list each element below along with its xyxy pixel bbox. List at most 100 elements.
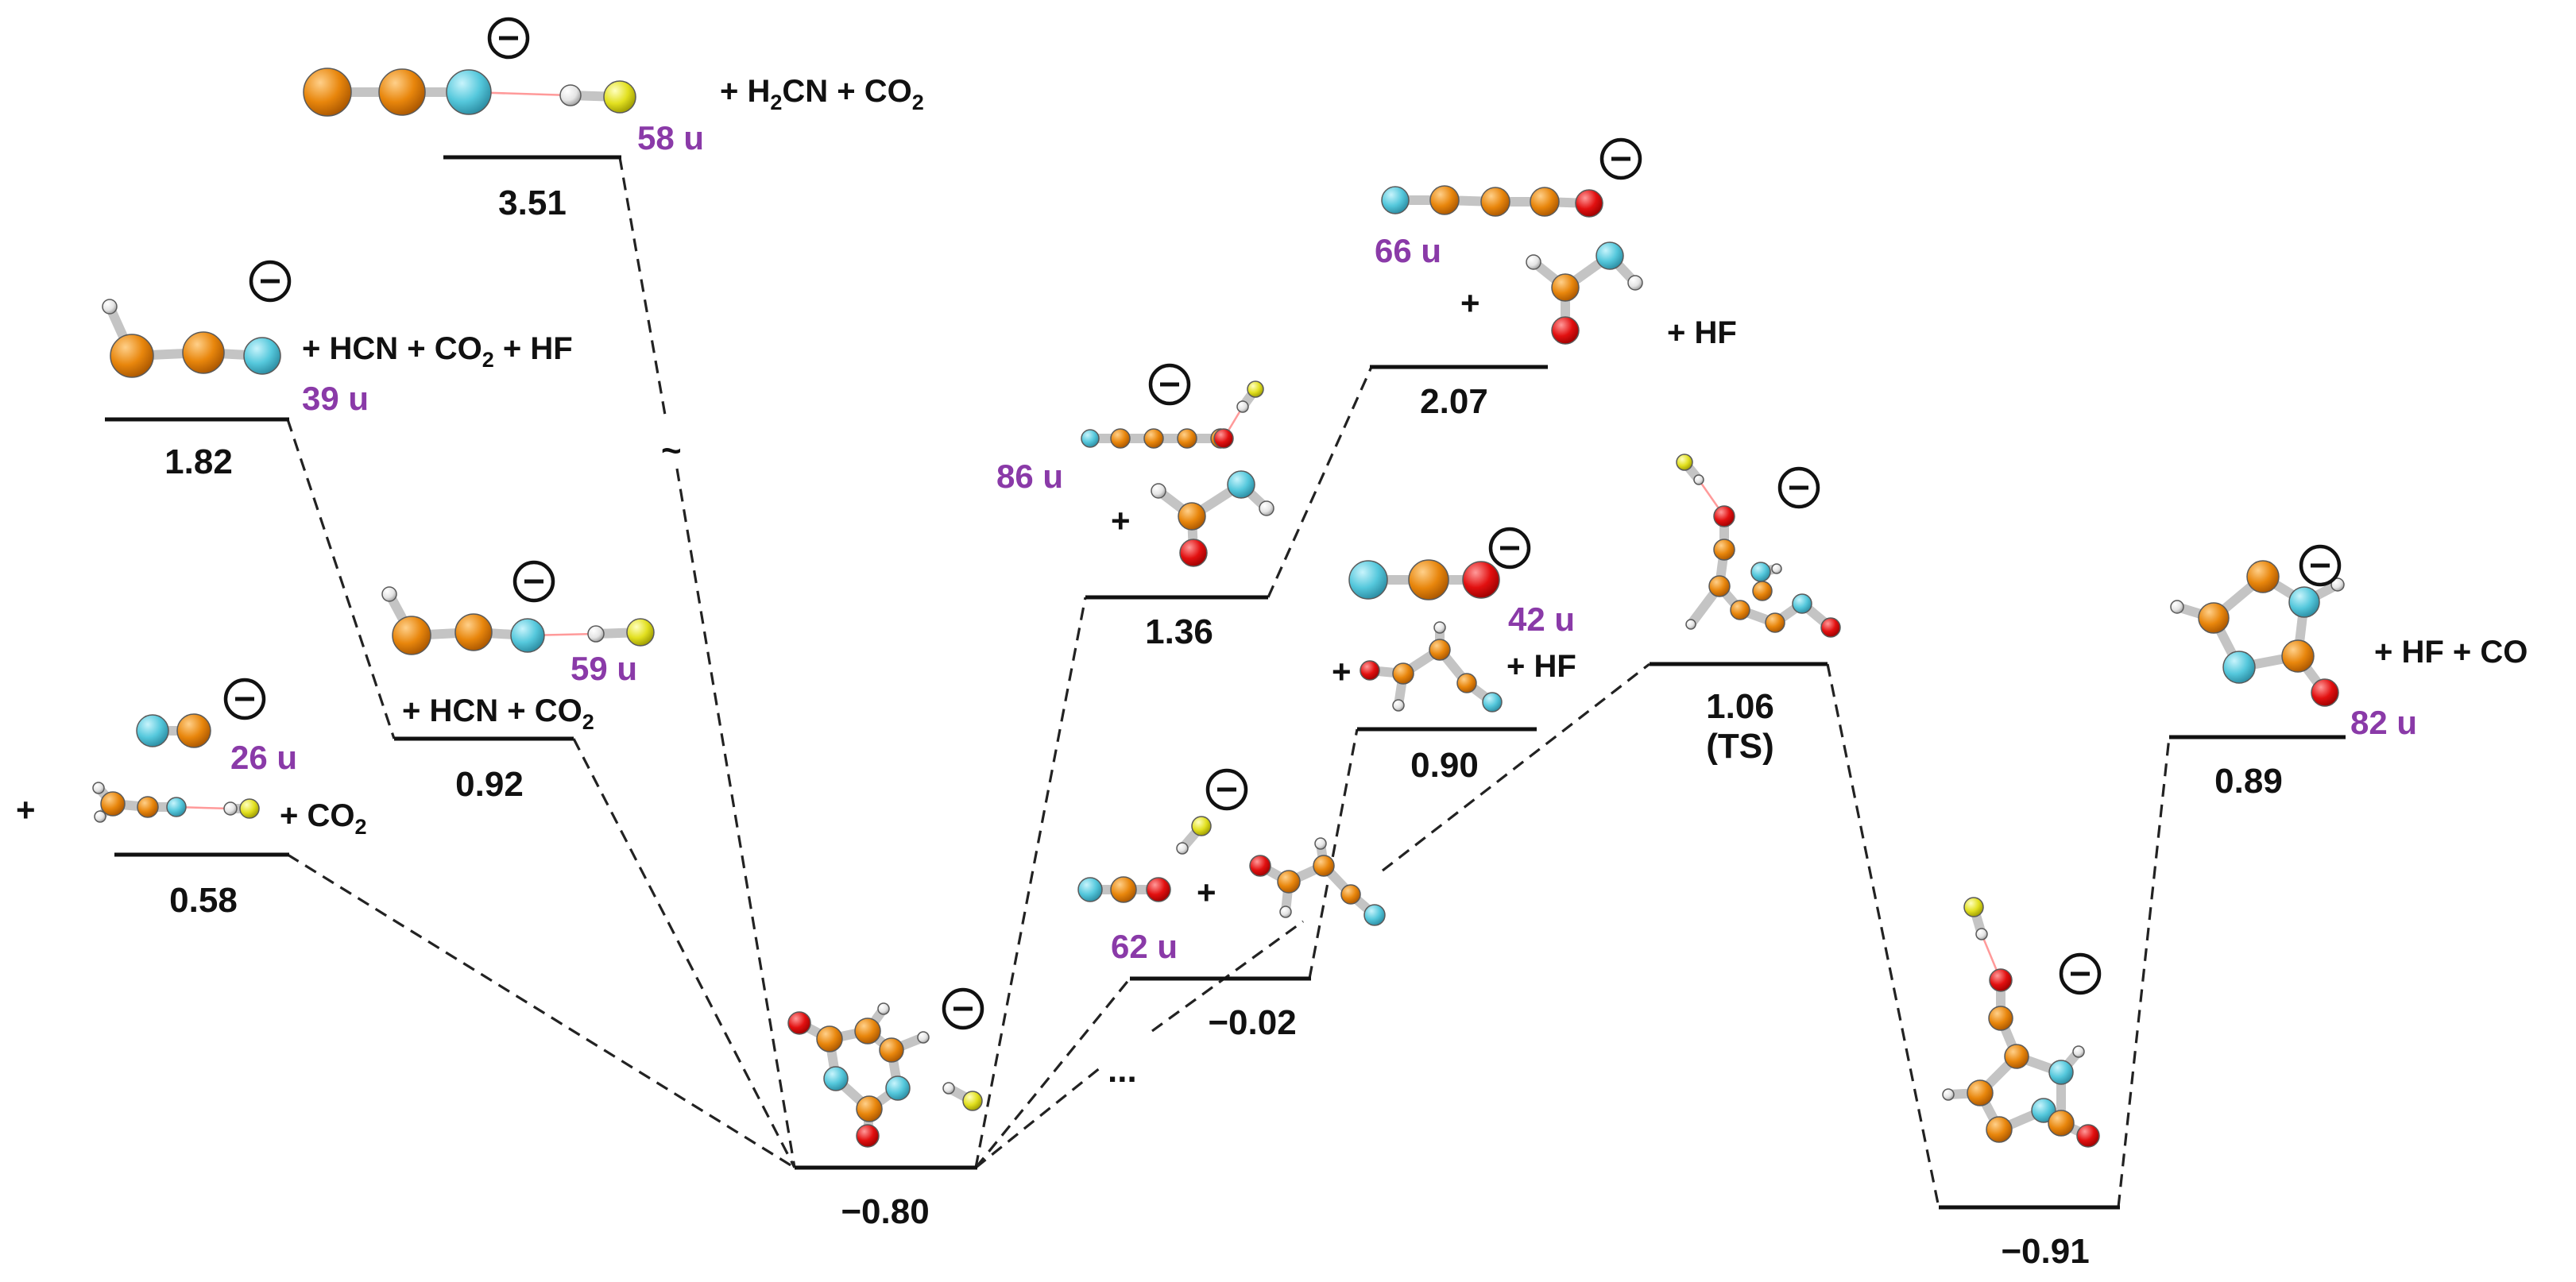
hydrogen-atom: [223, 801, 238, 816]
hydrogen-atom: [1151, 483, 1166, 499]
hydrogen-atom: [559, 84, 582, 106]
level-value-090: 0.90: [1410, 746, 1479, 785]
connector-ellipsis-upper: [1151, 920, 1304, 1033]
molecule-ts-complex: [1676, 454, 1841, 638]
energy-levels: 0.58 1.82 0.92 3.51 −0.80 1.36 2.07 −0.0…: [105, 155, 2346, 1271]
nitrogen-atom: [1227, 470, 1255, 499]
fragment-co2-058-main: + CO: [280, 798, 354, 833]
connector-351-upper: [618, 156, 667, 420]
charge-59u: [512, 560, 555, 603]
fragment-label-hf-co: + HF + CO: [2374, 635, 2528, 670]
connector-min002-to-090: [1308, 728, 1359, 979]
molecule-86u: [1081, 380, 1264, 449]
plus-sign-136: +: [1111, 502, 1131, 539]
carbon-atom: [1408, 559, 1449, 600]
carbon-atom: [182, 331, 225, 374]
level-value-min080: −0.80: [841, 1192, 929, 1231]
charge-ring-min080: [942, 987, 984, 1030]
nitrogen-atom: [136, 714, 169, 747]
hydrogen-atom: [942, 1082, 955, 1095]
oxygen-atom: [1146, 877, 1171, 902]
connector-092-to-min080: [572, 738, 796, 1168]
charge-markers: [223, 17, 2342, 1030]
nitrogen-atom: [1077, 877, 1103, 902]
molecule-39u: [102, 299, 281, 378]
hydrogen-atom: [92, 782, 105, 794]
molecule-62u: [1077, 876, 1171, 903]
nitrogen-atom: [2288, 586, 2320, 618]
molecule-ring-min080: [787, 1002, 930, 1148]
carbon-atom: [137, 796, 159, 818]
hydrogen-atom: [1433, 621, 1446, 634]
carbon-atom: [1765, 612, 1785, 633]
hydrogen-atom: [1279, 906, 1292, 918]
nitrogen-atom: [1792, 593, 1812, 614]
carbon-atom: [1392, 662, 1414, 685]
level-value-089: 0.89: [2214, 762, 2283, 801]
level-value-min091: −0.91: [2001, 1232, 2089, 1271]
nitrogen-atom: [1348, 560, 1388, 600]
hydrogen-atom: [1627, 275, 1643, 291]
plus-sign-090: +: [1332, 653, 1352, 690]
charge-62u: [1205, 768, 1248, 811]
carbon-atom: [2004, 1044, 2029, 1069]
oxygen-atom: [1575, 189, 1603, 218]
carbon-atom: [1340, 884, 1361, 905]
level-value-351: 3.51: [498, 183, 567, 222]
connector-fragment-to-106: [1382, 662, 1650, 872]
molecule-fragment-090: [1360, 621, 1503, 712]
ts-label: (TS): [1706, 727, 1774, 766]
fragment-label-hf-090: + HF: [1507, 649, 1576, 684]
nitrogen-atom: [2048, 1060, 2074, 1085]
carbon-atom: [176, 713, 211, 748]
hydrogen-atom: [1176, 842, 1189, 855]
connector-min091-to-089: [2117, 736, 2171, 1208]
connector-058-to-min080: [287, 853, 795, 1169]
molecule-hnco-136: [1151, 470, 1274, 567]
plus-sign-min002: +: [1197, 874, 1216, 911]
carbon-atom: [879, 1037, 904, 1063]
fragment-label-hcn-co2: + HCN + CO2: [402, 693, 594, 734]
molecule-ring-min091: [1942, 897, 2100, 1148]
hydrogen-atom: [381, 586, 397, 602]
fluorine-atom: [1191, 816, 1212, 836]
hydrogen-atom: [1771, 563, 1782, 574]
charge-ring-82u: [2299, 544, 2342, 587]
carbon-atom: [2246, 560, 2280, 593]
molecule-66u: [1381, 185, 1603, 218]
charge-58u: [487, 17, 530, 60]
oxygen-atom: [1360, 660, 1380, 681]
carbon-atom: [2198, 602, 2230, 634]
hydrogen-atom: [94, 810, 106, 823]
fluorine-atom: [1963, 897, 1984, 917]
level-value-min002: −0.02: [1208, 1003, 1296, 1042]
nitrogen-atom: [1482, 692, 1503, 712]
carbon-atom: [1480, 187, 1510, 217]
charge-66u: [1599, 137, 1642, 180]
hydrogen-atom: [1693, 474, 1704, 485]
hydrogen-atom: [2330, 577, 2345, 592]
charge-ts-complex: [1777, 466, 1820, 509]
hydrogen-atom: [1236, 400, 1249, 413]
carbon-atom: [1551, 273, 1580, 302]
hydrogen-atom: [102, 299, 118, 315]
mass-labels: 26 u 39 u 59 u 58 u 86 u 66 u 42 u 62 u …: [230, 119, 2417, 965]
hydrogen-atom: [1392, 699, 1405, 712]
molecule-42u: [1348, 559, 1500, 600]
oxygen-atom: [2311, 678, 2339, 707]
nitrogen-atom: [166, 797, 187, 817]
fluorine-atom: [1247, 380, 1264, 398]
mass-label-59u: 59 u: [571, 650, 637, 687]
carbon-atom: [1177, 428, 1197, 449]
hydrogen-atom: [1259, 500, 1274, 516]
oxygen-atom: [1179, 539, 1208, 567]
carbon-atom: [378, 68, 426, 116]
molecule-fragment-min002: [1249, 837, 1386, 926]
carbon-atom: [303, 68, 352, 117]
fluorine-atom: [1676, 454, 1693, 471]
connector-351-lower: [675, 468, 796, 1168]
level-value-182: 1.82: [164, 442, 233, 481]
connector-182-to-092: [286, 419, 396, 739]
molecule-ring-82u: [2170, 560, 2345, 707]
molecule-fragment-058: [92, 782, 260, 823]
